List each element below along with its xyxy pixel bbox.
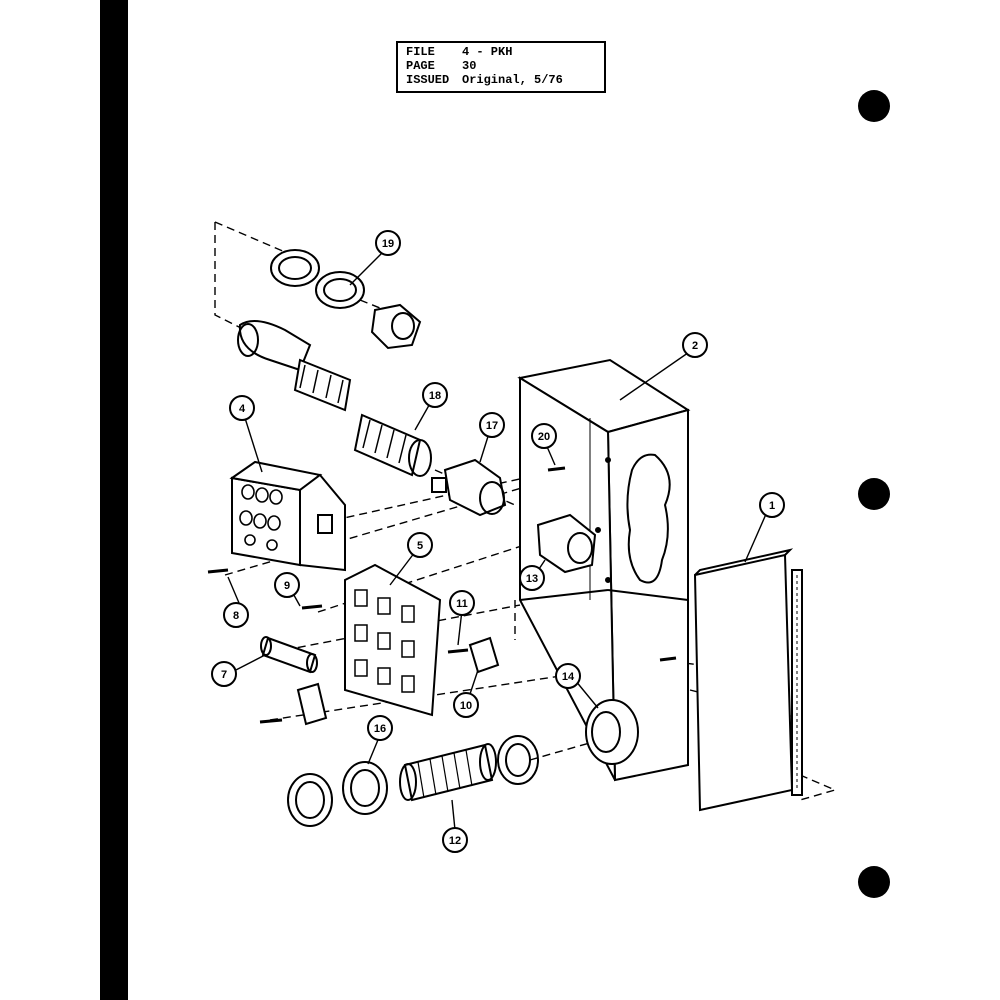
info-key: ISSUED [406,73,450,87]
punch-hole-middle [858,478,890,510]
svg-text:1: 1 [769,500,775,512]
callout-20: 20 [531,423,557,449]
callout-1: 1 [759,492,785,518]
conduit-connector [431,458,507,517]
svg-text:20: 20 [538,431,550,443]
svg-text:8: 8 [233,610,239,622]
locknuts [287,735,539,827]
info-value: 30 [462,59,477,73]
svg-text:4: 4 [239,403,246,415]
svg-text:13: 13 [526,573,538,585]
callout-8: 8 [223,602,249,628]
callout-7: 7 [211,661,237,687]
sealing-rings [270,249,422,350]
punch-hole-top [858,90,890,122]
svg-text:19: 19 [382,238,394,250]
info-row-issued: ISSUED Original, 5/76 [406,73,596,87]
svg-text:12: 12 [449,835,461,847]
cartridge-fuse [260,636,318,674]
info-row-file: FILE 4 - PKH [406,45,596,59]
callout-9: 9 [274,572,300,598]
callout-10: 10 [453,692,479,718]
callout-14: 14 [555,663,581,689]
info-key: FILE [406,45,435,59]
svg-text:2: 2 [692,340,698,352]
callout-13: 13 [519,565,545,591]
info-row-page: PAGE 30 [406,59,596,73]
callout-18: 18 [422,382,448,408]
info-key: PAGE [406,59,435,73]
callout-2: 2 [682,332,708,358]
svg-text:16: 16 [374,723,386,735]
callouts: 2 1 4 5 7 8 9 10 11 12 13 14 16 17 18 19… [211,230,785,853]
svg-text:7: 7 [221,669,227,681]
callout-12: 12 [442,827,468,853]
box-fitting [585,699,639,765]
flexible-conduit [237,320,432,477]
svg-text:18: 18 [429,390,441,402]
hardware-small-parts [207,466,677,726]
threaded-nipple [399,743,497,802]
housing-box [517,358,691,782]
box-connector [536,513,597,574]
svg-text:17: 17 [486,420,498,432]
callout-17: 17 [479,412,505,438]
svg-text:14: 14 [562,671,575,683]
punch-hole-bottom [858,866,890,898]
svg-text:9: 9 [284,580,290,592]
fuse-block [344,563,442,717]
svg-text:10: 10 [460,700,472,712]
terminal-block [229,460,346,572]
callout-19: 19 [375,230,401,256]
svg-text:5: 5 [417,540,423,552]
binding-bar [100,0,128,1000]
info-value: Original, 5/76 [462,73,563,87]
callout-16: 16 [367,715,393,741]
cover-plate [693,548,803,812]
info-value: 4 - PKH [462,45,513,59]
callout-4: 4 [229,395,255,421]
document-info-box: FILE 4 - PKH PAGE 30 ISSUED Original, 5/… [396,41,606,93]
callout-11: 11 [449,590,475,616]
svg-text:11: 11 [456,598,468,610]
callout-5: 5 [407,532,433,558]
